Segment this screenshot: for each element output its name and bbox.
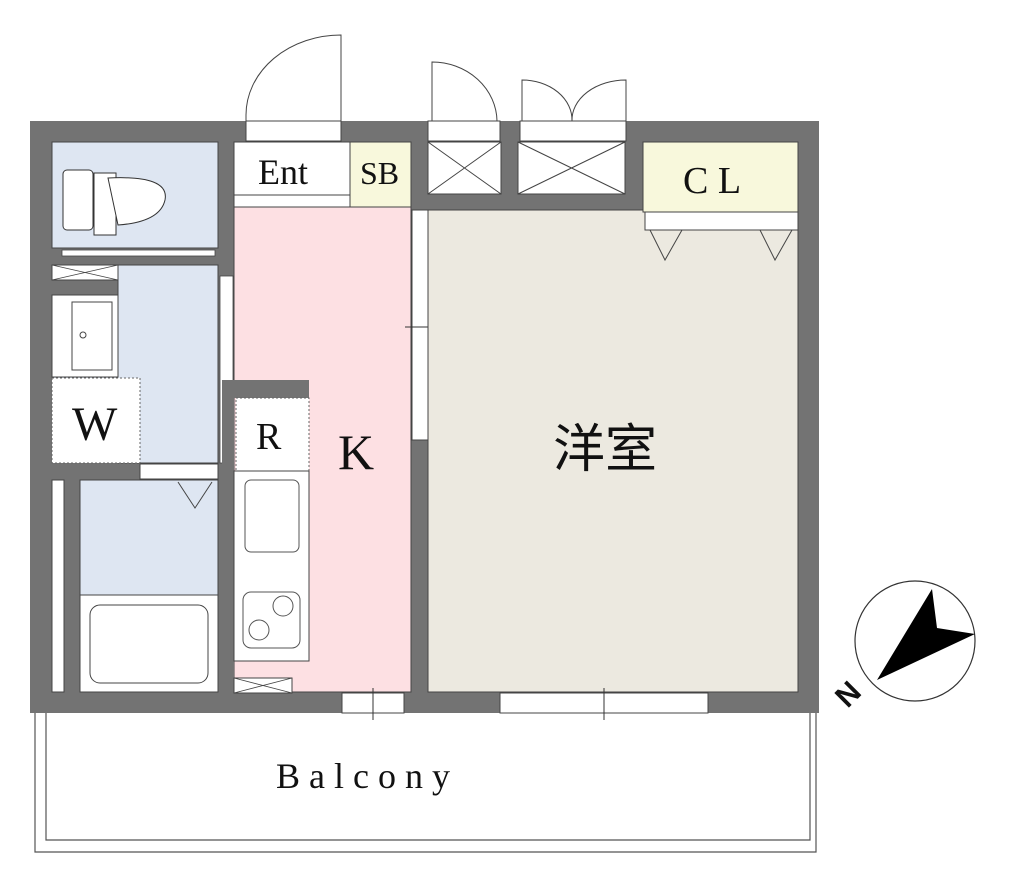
refrigerator-label: R [256, 416, 282, 458]
bathtub-icon [89, 604, 209, 684]
washing-machine-space [51, 377, 141, 464]
entrance [233, 141, 353, 208]
washroom-label: W [72, 398, 118, 451]
closet-label: C L [683, 160, 742, 202]
balcony [34, 713, 817, 853]
western-room-label: 洋室 [553, 420, 658, 480]
sink-icon [51, 294, 119, 378]
stove-icon [242, 591, 301, 649]
western-room [427, 209, 799, 693]
toilet-icon [62, 169, 166, 236]
doors [245, 34, 627, 142]
shoe-box [349, 141, 412, 208]
kitchen-sink-icon [244, 479, 300, 553]
closet [642, 141, 799, 213]
fridge-space [235, 397, 310, 472]
balcony-label: B a l c o n y [276, 756, 450, 796]
entrance-label: Ent [258, 152, 308, 192]
kitchen-label: K [338, 424, 375, 480]
compass-icon [854, 580, 976, 702]
shoe-box-label: SB [360, 155, 400, 191]
storage-units [427, 141, 626, 195]
